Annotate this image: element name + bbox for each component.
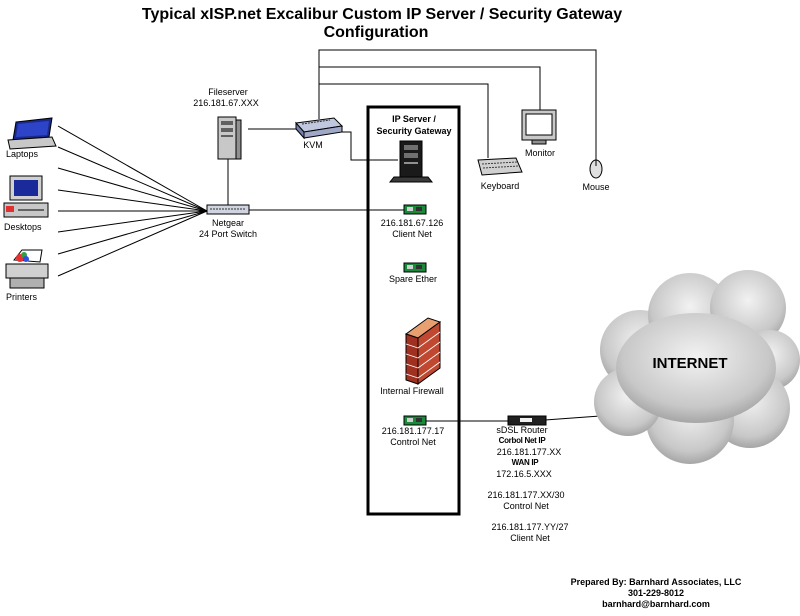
ip-server-box [366,105,461,516]
printer-icon [5,249,49,289]
printers-label: Printers [6,292,38,302]
internet-label: INTERNET [653,355,728,372]
spare-nic-icon [403,262,427,273]
sdsl-router-icon [507,415,547,426]
control-net-range: 216.181.177.XX/30 [487,490,564,500]
internet-cloud-icon [594,270,800,464]
client-nic-icon [403,204,427,215]
laptop-icon [7,117,57,150]
control-nic-ip: 216.181.177.17 [382,426,445,436]
control-nic-net: Control Net [390,437,436,447]
monitor-icon [521,109,557,145]
fileserver-name: Fileserver [208,87,248,97]
keyboard-label: Keyboard [481,181,520,191]
spare-ether-label: Spare Ether [389,274,437,284]
mouse-icon [589,159,603,179]
kvm-label: KVM [303,140,323,150]
ip-server-tower-icon [388,140,434,183]
router-corbel-label: Corbol Net IP [499,436,547,445]
fileserver-ip: 216.181.67.XXX [193,98,259,108]
client-net-range-label: Client Net [510,533,550,543]
client-nic-net: Client Net [392,229,432,239]
netgear-switch-icon [206,204,250,215]
router-name: sDSL Router [496,425,547,435]
desktop-icon [3,175,49,218]
title-line2: Configuration [324,24,429,41]
firewall-icon [404,317,442,385]
internal-firewall-label: Internal Firewall [380,386,444,396]
mouse-label: Mouse [582,182,609,192]
client-nic-ip: 216.181.67.126 [381,218,444,228]
control-net-range-label: Control Net [503,501,549,511]
title-line1: Typical xISP.net Excalibur Custom IP Ser… [142,6,622,23]
router-to-internet-wire [544,415,601,421]
server-box-title-line2: Security Gateway [376,126,451,136]
kvm-peripheral-wires [227,49,597,205]
monitor-label: Monitor [525,148,555,158]
server-box-title-line1: IP Server / [392,114,436,124]
credits-phone: 301-229-8012 [628,588,684,598]
switch-desc: 24 Port Switch [199,229,257,239]
laptops-label: Laptops [6,149,39,159]
router-wan-label: WAN IP [512,458,540,467]
router-corbel-ip: 216.181.177.XX [497,447,562,457]
keyboard-icon [477,157,523,176]
fileserver-tower-icon [217,116,242,160]
client-connection-lines [57,125,208,277]
kvm-switch-icon [294,117,344,140]
credits-email: barnhard@barnhard.com [602,599,710,609]
control-nic-icon [403,415,427,426]
router-wan-ip: 172.16.5.XXX [496,469,552,479]
desktops-label: Desktops [4,222,42,232]
client-net-range: 216.181.177.YY/27 [491,522,568,532]
credits-prepared-by: Prepared By: Barnhard Associates, LLC [571,577,742,587]
switch-name: Netgear [212,218,244,228]
